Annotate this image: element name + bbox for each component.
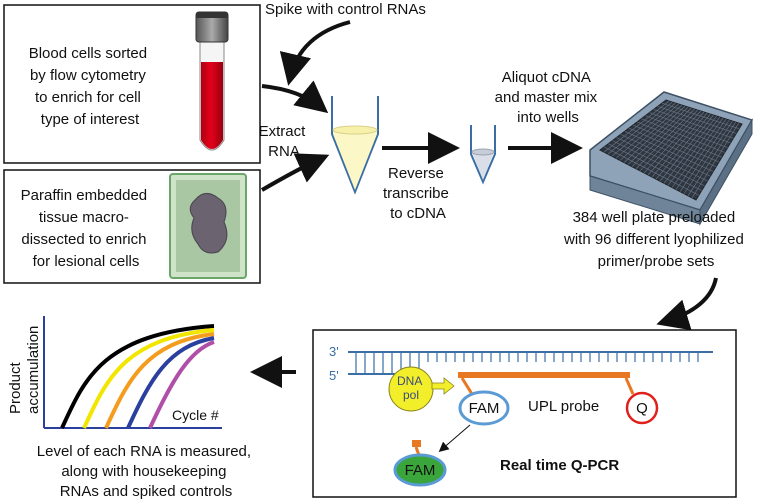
aliquot-label: Aliquot cDNA and master mix into wells — [495, 69, 602, 126]
svg-text:FAM: FAM — [469, 400, 500, 417]
extract-rna-label: Extract RNA — [259, 123, 310, 160]
y-axis-label: Product accumulation — [7, 326, 42, 414]
amplification-curve — [104, 332, 215, 429]
extraction-tube-icon — [331, 96, 379, 195]
blood-box-text: Blood cells sorted by flow cytometry to … — [29, 45, 152, 128]
amplification-curve — [126, 336, 215, 429]
pol-direction-icon — [431, 377, 455, 395]
fam-reporter: FAM — [458, 390, 510, 426]
blood-tube-icon — [195, 11, 229, 151]
cdna-tube-icon — [470, 125, 496, 185]
svg-text:FAM: FAM — [405, 462, 436, 479]
qpcr-title: Real time Q-PCR — [500, 457, 619, 474]
quencher: Q — [625, 391, 659, 425]
amplification-curve — [60, 324, 215, 429]
plate-to-qpcr-arrow — [656, 277, 718, 331]
x-axis-label: Cycle # — [172, 407, 219, 423]
amplification-curve — [82, 328, 215, 429]
strand-5prime-label: 5' — [329, 368, 339, 383]
paraffin-block-icon — [169, 173, 247, 279]
amplification-curve — [148, 340, 215, 429]
amplification-chart: Product accumulation Cycle # — [7, 316, 222, 429]
svg-text:DNA pol: DNA pol — [397, 374, 425, 402]
released-fam: FAM — [393, 440, 447, 487]
well-plate-icon — [589, 91, 754, 226]
upl-probe-bar — [458, 372, 630, 378]
result-label: Level of each RNA is measured, along wit… — [37, 443, 255, 500]
plate-label: 384 well plate preloaded with 96 differe… — [563, 209, 748, 270]
upl-probe-label: UPL probe — [528, 398, 599, 415]
dna-polymerase: DNA pol — [388, 366, 434, 412]
release-arrow — [438, 424, 471, 452]
blood-to-extract-arrow — [261, 80, 329, 114]
tissue-box-text: Paraffin embedded tissue macro- dissecte… — [21, 187, 152, 270]
spike-label: Spike with control RNAs — [265, 1, 426, 18]
spike-arrow — [279, 20, 351, 86]
svg-text:Q: Q — [636, 400, 648, 417]
tissue-to-extract-arrow — [260, 153, 330, 192]
reverse-transcribe-label: Reverse transcribe to cDNA — [383, 165, 453, 222]
strand-3prime-label: 3' — [329, 344, 339, 359]
